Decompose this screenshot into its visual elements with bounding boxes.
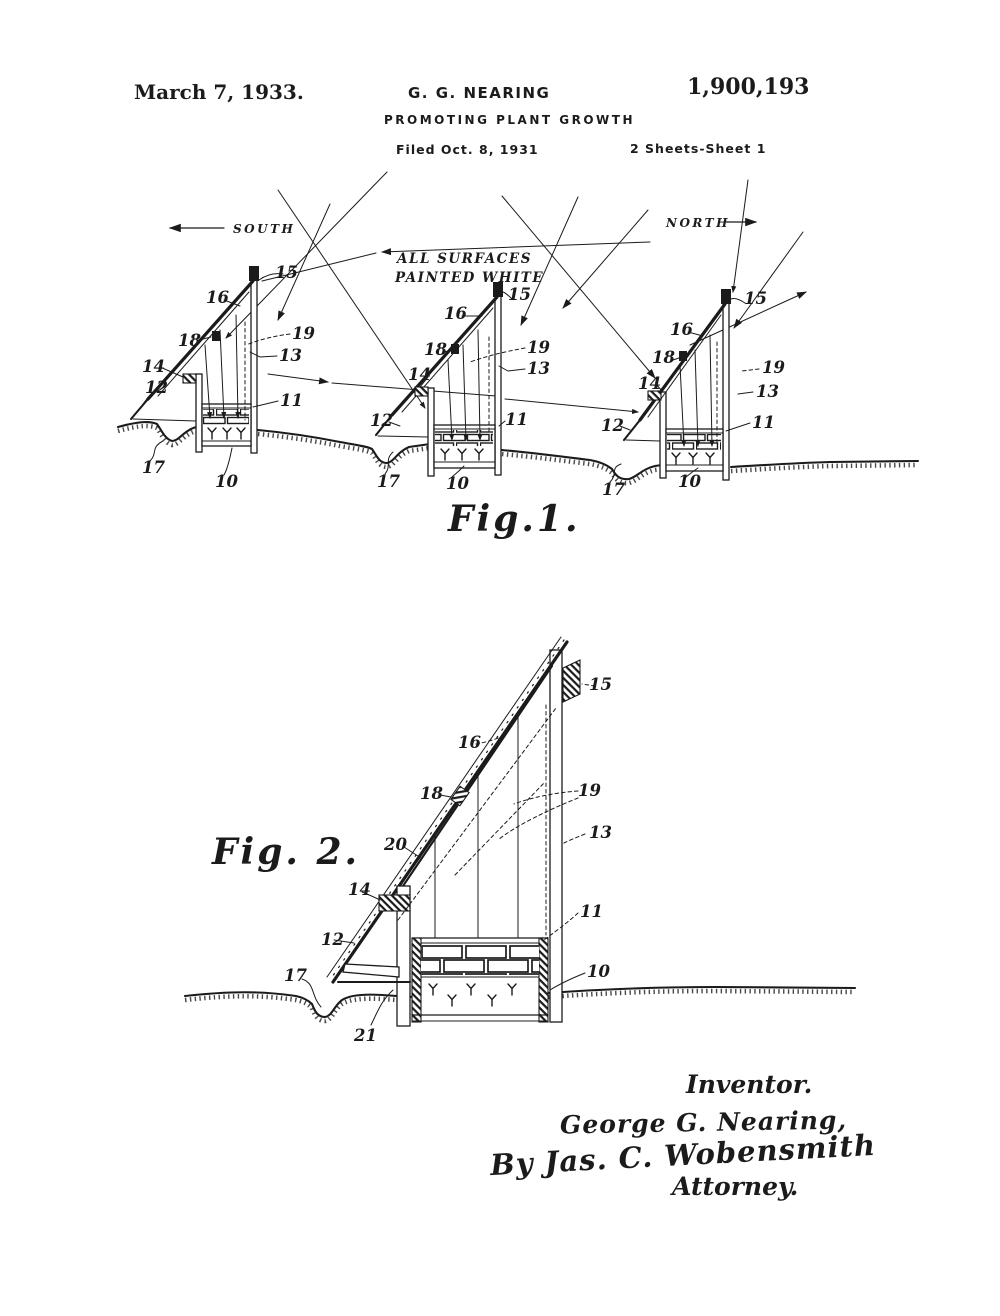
ref-label-14: 14 [142,357,165,376]
ref-label-20: 20 [383,835,407,854]
inventor-name-header: G. G. NEARING [408,84,551,102]
ref-label-18: 18 [178,331,201,350]
ref-label-11: 11 [752,413,775,432]
filed-date: Filed Oct. 8, 1931 [396,142,539,157]
ref-label-14: 14 [348,880,371,899]
patent-number: 1,900,193 [687,74,810,100]
ref-label-10: 10 [587,962,610,981]
ref-label-11: 11 [580,902,603,921]
ref-label-18: 18 [424,340,447,359]
ref-label-17: 17 [142,458,165,477]
ref-label-10: 10 [446,474,469,493]
fig1-frame-left: 15 16 18 14 12 19 13 11 10 17 [129,263,315,491]
ref-label-13: 13 [279,346,302,365]
ref-label-12: 12 [321,930,344,949]
patent-title: PROMOTING PLANT GROWTH [384,113,635,127]
attorney-caption: Attorney. [672,1172,799,1201]
fig1-frame-middle: 15 16 18 14 12 19 13 11 10 17 [370,282,550,493]
ref-label-12: 12 [370,411,393,430]
ref-label-17: 17 [284,966,307,985]
ref-label-12: 12 [145,378,168,397]
ref-label-18: 18 [652,348,675,367]
ref-label-15: 15 [508,285,531,304]
ref-label-19: 19 [527,338,550,357]
ref-label-17: 17 [377,472,400,491]
figure-1: SOUTH NORTH ALL SURFACES PAINTED WHITE [116,171,920,540]
ref-label-17: 17 [602,480,625,499]
sheet-info: 2 Sheets-Sheet 1 [630,141,767,156]
figure-2: Fig. 2. [183,636,857,1045]
ref-label-12: 12 [601,416,624,435]
patent-date: March 7, 1933. [134,80,304,104]
ref-label-16: 16 [444,304,467,323]
fig2-ground [183,985,857,1024]
ref-label-19: 19 [762,358,785,377]
ref-label-15: 15 [744,289,767,308]
inventor-caption: Inventor. [686,1070,813,1099]
surfaces-note-line1: ALL SURFACES [395,251,532,267]
ref-label-15: 15 [275,263,298,282]
fig1-ground [116,420,920,486]
ref-label-11: 11 [505,410,528,429]
fig2-structure [326,636,581,1027]
ref-label-21: 21 [353,1026,377,1045]
ref-label-18: 18 [420,784,443,803]
ref-label-15: 15 [589,675,612,694]
ref-label-10: 10 [215,472,238,491]
ref-label-16: 16 [670,320,693,339]
fig1-compass: SOUTH NORTH [168,216,758,236]
fig2-leaders [301,683,596,1026]
ref-label-14: 14 [408,365,431,384]
ref-label-13: 13 [527,359,550,378]
ref-label-19: 19 [292,324,315,343]
south-label: SOUTH [233,222,295,236]
ref-label-16: 16 [458,733,481,752]
ref-label-10: 10 [678,472,701,491]
ref-label-11: 11 [280,391,303,410]
ref-label-14: 14 [638,374,661,393]
fig1-frame-right: 15 16 18 14 12 19 13 11 10 17 [601,289,785,499]
fig1-sun-rays [225,171,807,415]
ref-label-16: 16 [206,288,229,307]
surfaces-note-line2: PAINTED WHITE [394,270,544,286]
ref-label-19: 19 [578,781,601,800]
fig2-caption: Fig. 2. [211,831,360,873]
fig1-caption: Fig.1. [447,498,581,540]
north-label: NORTH [665,216,730,230]
ref-label-13: 13 [756,382,779,401]
ref-label-13: 13 [589,823,612,842]
